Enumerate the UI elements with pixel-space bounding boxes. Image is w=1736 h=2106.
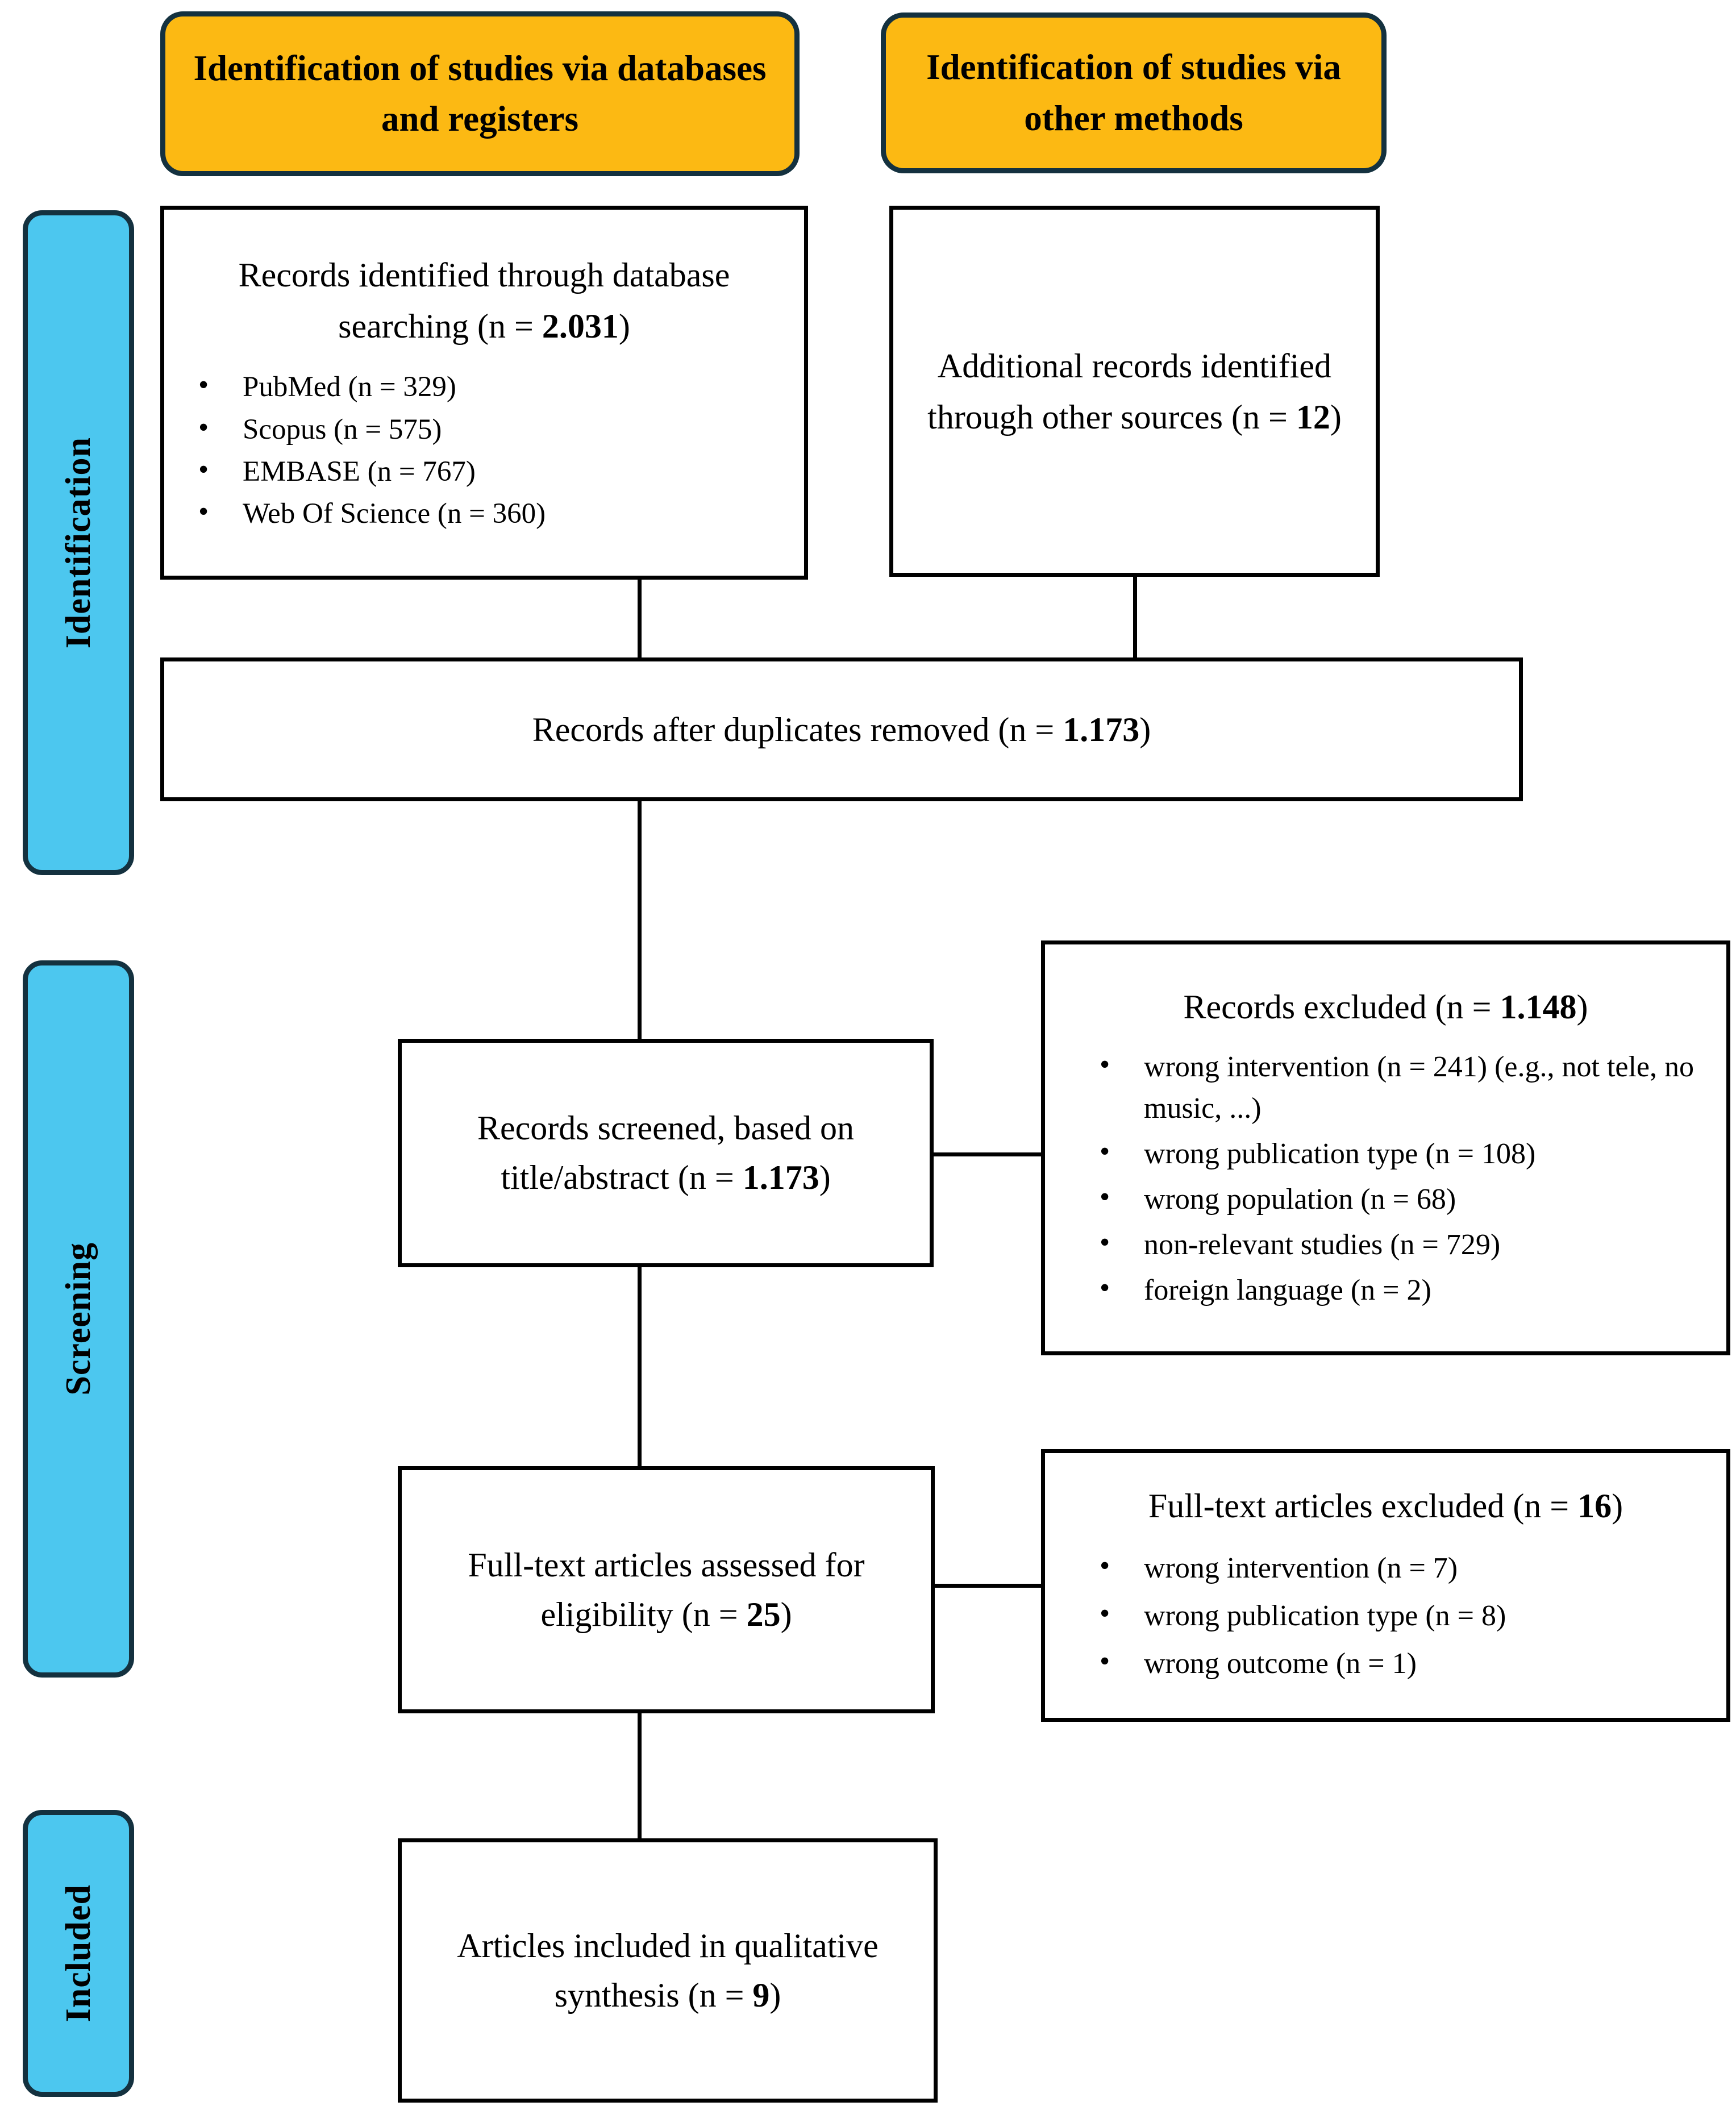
list-item: wrong publication type (n = 108) [1100,1131,1714,1175]
connector-screened-to-fulltext [638,1267,642,1468]
box-duplicates-heading-suffix: ) [1139,710,1151,748]
box-fulltext-excluded-heading-prefix: Full-text articles excluded (n = [1148,1487,1578,1525]
box-records-identified-count: 2.031 [542,307,619,346]
box-fulltext-assessed: Full-text articles assessed for eligibil… [398,1466,935,1713]
list-item: wrong population (n = 68) [1100,1176,1714,1221]
box-additional-records-heading: Additional records identified through ot… [893,340,1376,443]
box-fulltext-assessed-heading-suffix: ) [780,1595,792,1633]
list-item: Web Of Science (n = 360) [198,491,792,534]
banner-databases-and-registers: Identification of studies via databases … [160,11,800,176]
fulltext-excluded-reason-list: wrong intervention (n = 7) wrong publica… [1045,1542,1726,1690]
connector-duplicates-to-screened [638,801,642,1040]
list-item: non-relevant studies (n = 729) [1100,1222,1714,1266]
box-fulltext-excluded: Full-text articles excluded (n = 16) wro… [1041,1449,1730,1722]
box-articles-included-count: 9 [752,1976,770,2014]
box-additional-records-heading-suffix: ) [1330,398,1342,436]
box-fulltext-excluded-count: 16 [1577,1487,1612,1525]
box-fulltext-excluded-heading-suffix: ) [1612,1487,1623,1525]
banner-other-methods: Identification of studies via other meth… [881,13,1387,173]
box-records-screened-heading-suffix: ) [819,1159,831,1196]
list-item: wrong outcome (n = 1) [1100,1641,1714,1685]
box-additional-records-count: 12 [1296,398,1330,436]
connector-screened-to-records-excluded [934,1152,1043,1156]
database-source-list: PubMed (n = 329) Scopus (n = 575) EMBASE… [164,364,804,536]
box-records-excluded-heading: Records excluded (n = 1.148) [1045,981,1726,1033]
box-fulltext-excluded-heading: Full-text articles excluded (n = 16) [1045,1480,1726,1531]
list-item: wrong intervention (n = 7) [1100,1545,1714,1589]
box-records-screened-heading: Records screened, based on title/abstrac… [402,1104,930,1202]
box-fulltext-assessed-heading: Full-text articles assessed for eligibil… [402,1541,931,1639]
connector-databases-to-duplicates [638,580,642,659]
box-additional-records: Additional records identified through ot… [889,206,1380,577]
list-item: wrong publication type (n = 8) [1100,1593,1714,1637]
box-fulltext-assessed-count: 25 [746,1595,781,1633]
box-fulltext-assessed-heading-prefix: Full-text articles assessed for eligibil… [468,1546,865,1633]
box-records-identified-heading: Records identified through database sear… [164,249,804,352]
box-records-screened: Records screened, based on title/abstrac… [398,1039,934,1267]
list-item: Scopus (n = 575) [198,407,792,450]
box-records-identified-heading-suffix: ) [618,307,630,346]
list-item: wrong intervention (n = 241) (e.g., not … [1100,1044,1714,1130]
connector-fulltext-to-included [638,1713,642,1840]
box-articles-included: Articles included in qualitative synthes… [398,1838,938,2103]
banner-databases-label: Identification of studies via databases … [193,48,767,139]
box-records-identified-heading-prefix: Records identified through database sear… [238,256,730,346]
banner-other-methods-label: Identification of studies via other meth… [926,47,1341,138]
box-records-screened-count: 1.173 [742,1159,819,1196]
box-additional-records-heading-prefix: Additional records identified through ot… [927,347,1332,436]
box-articles-included-heading-prefix: Articles included in qualitative synthes… [457,1926,879,2014]
phase-label-screening: Screening [23,960,134,1678]
box-duplicates-heading-prefix: Records after duplicates removed (n = [532,710,1063,748]
phase-label-included: Included [23,1810,134,2097]
records-excluded-reason-list: wrong intervention (n = 241) (e.g., not … [1045,1043,1726,1315]
phase-label-screening-text: Screening [59,1242,98,1396]
box-articles-included-heading: Articles included in qualitative synthes… [402,1921,934,2020]
list-item: PubMed (n = 329) [198,364,792,407]
box-records-after-duplicates-removed: Records after duplicates removed (n = 1.… [160,657,1523,801]
list-item: foreign language (n = 2) [1100,1267,1714,1312]
list-item: EMBASE (n = 767) [198,449,792,492]
connector-fulltext-to-fulltext-excluded [935,1584,1043,1588]
phase-label-identification: Identification [23,210,134,875]
box-duplicates-count: 1.173 [1063,710,1140,748]
box-articles-included-heading-suffix: ) [769,1976,781,2014]
box-records-excluded-heading-prefix: Records excluded (n = [1183,988,1500,1026]
phase-label-identification-text: Identification [59,436,98,649]
box-records-excluded: Records excluded (n = 1.148) wrong inter… [1041,940,1730,1355]
connector-other-to-duplicates [1133,577,1137,659]
box-records-excluded-heading-suffix: ) [1576,988,1588,1026]
phase-label-included-text: Included [59,1884,98,2022]
box-records-excluded-count: 1.148 [1500,988,1577,1026]
box-records-screened-heading-prefix: Records screened, based on title/abstrac… [477,1109,855,1196]
box-duplicates-heading: Records after duplicates removed (n = 1.… [164,704,1519,755]
box-records-identified: Records identified through database sear… [160,206,808,580]
